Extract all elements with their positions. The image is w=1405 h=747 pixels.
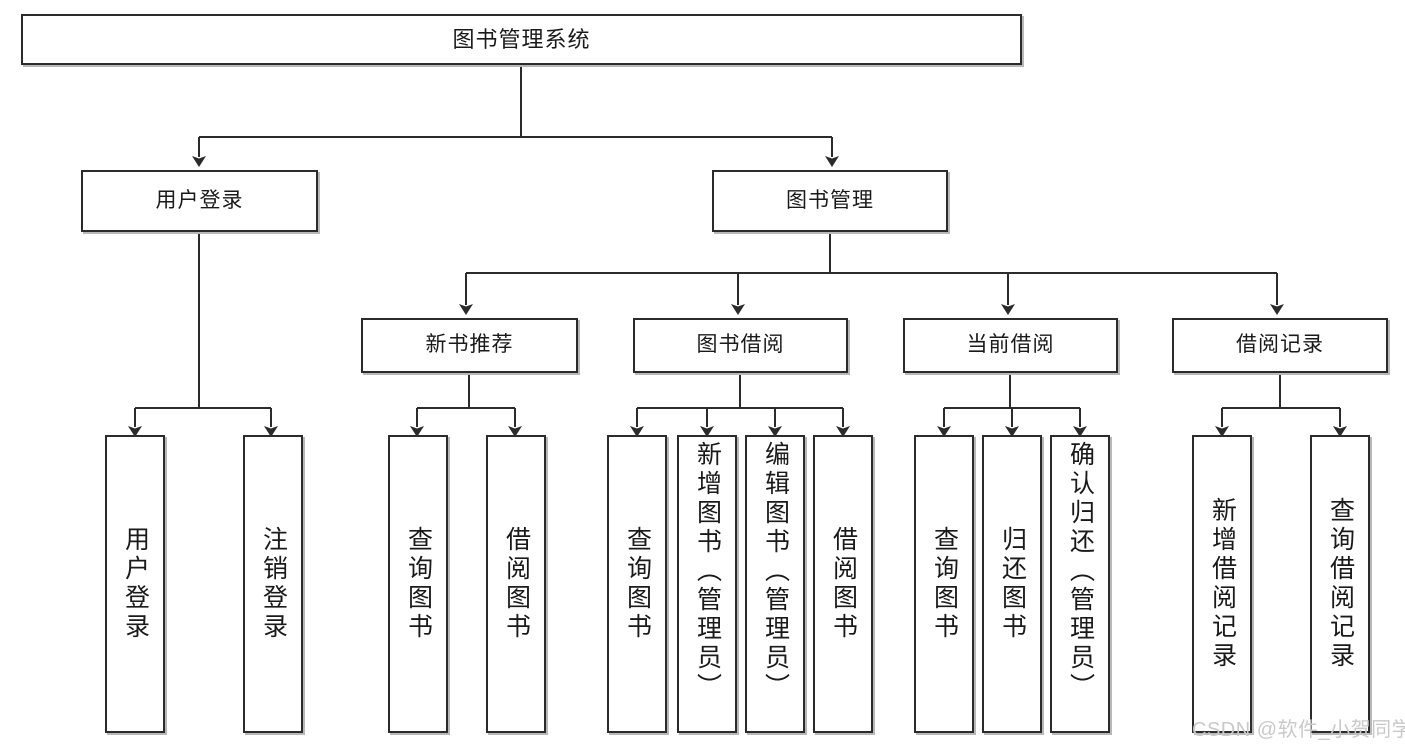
node-leaf-add-borrow-record[interactable]: 新增借阅记录: [1192, 435, 1252, 733]
node-root-book-management-system[interactable]: 图书管理系统: [21, 14, 1022, 65]
node-label: 新增图书（管理员）: [693, 441, 722, 702]
node-label: 查询图书: [930, 526, 959, 642]
node-borrow-record[interactable]: 借阅记录: [1172, 318, 1388, 373]
node-leaf-add-book-admin[interactable]: 新增图书（管理员）: [677, 435, 737, 733]
node-leaf-confirm-return-admin[interactable]: 确认归还（管理员）: [1050, 435, 1110, 733]
node-leaf-query-book-1[interactable]: 查询图书: [388, 435, 448, 733]
node-label: 用户登录: [121, 526, 150, 642]
node-leaf-query-borrow-record[interactable]: 查询借阅记录: [1310, 435, 1370, 733]
node-label: 图书管理: [786, 188, 874, 212]
node-label: 注销登录: [259, 526, 288, 642]
node-label: 用户登录: [155, 188, 244, 212]
node-leaf-return-book[interactable]: 归还图书: [982, 435, 1042, 733]
node-new-book-recommend[interactable]: 新书推荐: [361, 318, 578, 373]
node-leaf-edit-book-admin[interactable]: 编辑图书（管理员）: [745, 435, 805, 733]
node-leaf-user-logout[interactable]: 注销登录: [243, 435, 303, 733]
node-label: 编辑图书（管理员）: [761, 441, 790, 702]
node-label: 当前借阅: [966, 333, 1055, 357]
node-label: 新书推荐: [425, 333, 514, 357]
node-leaf-query-book-2[interactable]: 查询图书: [607, 435, 667, 733]
node-leaf-borrow-book-1[interactable]: 借阅图书: [486, 435, 546, 733]
node-book-borrow[interactable]: 图书借阅: [633, 318, 848, 373]
node-label: 查询图书: [623, 526, 652, 642]
node-label: 确认归还（管理员）: [1066, 441, 1095, 702]
node-label: 查询图书: [404, 526, 433, 642]
node-leaf-borrow-book-2[interactable]: 借阅图书: [813, 435, 873, 733]
node-label: 借阅图书: [502, 526, 531, 642]
node-label: 借阅图书: [829, 526, 858, 642]
node-current-borrow[interactable]: 当前借阅: [903, 318, 1118, 373]
node-label: 查询借阅记录: [1326, 497, 1355, 671]
node-label: 借阅记录: [1236, 333, 1324, 357]
node-label: 新增借阅记录: [1208, 497, 1237, 671]
node-leaf-query-book-3[interactable]: 查询图书: [914, 435, 974, 733]
csdn-watermark: CSDN @软件_小贺同学: [1192, 719, 1405, 741]
node-book-management[interactable]: 图书管理: [712, 170, 948, 232]
node-leaf-user-login[interactable]: 用户登录: [105, 435, 165, 733]
node-label: 图书管理系统: [452, 26, 591, 52]
node-label: 归还图书: [998, 526, 1027, 642]
node-user-login[interactable]: 用户登录: [81, 170, 318, 232]
node-label: 图书借阅: [696, 333, 785, 357]
